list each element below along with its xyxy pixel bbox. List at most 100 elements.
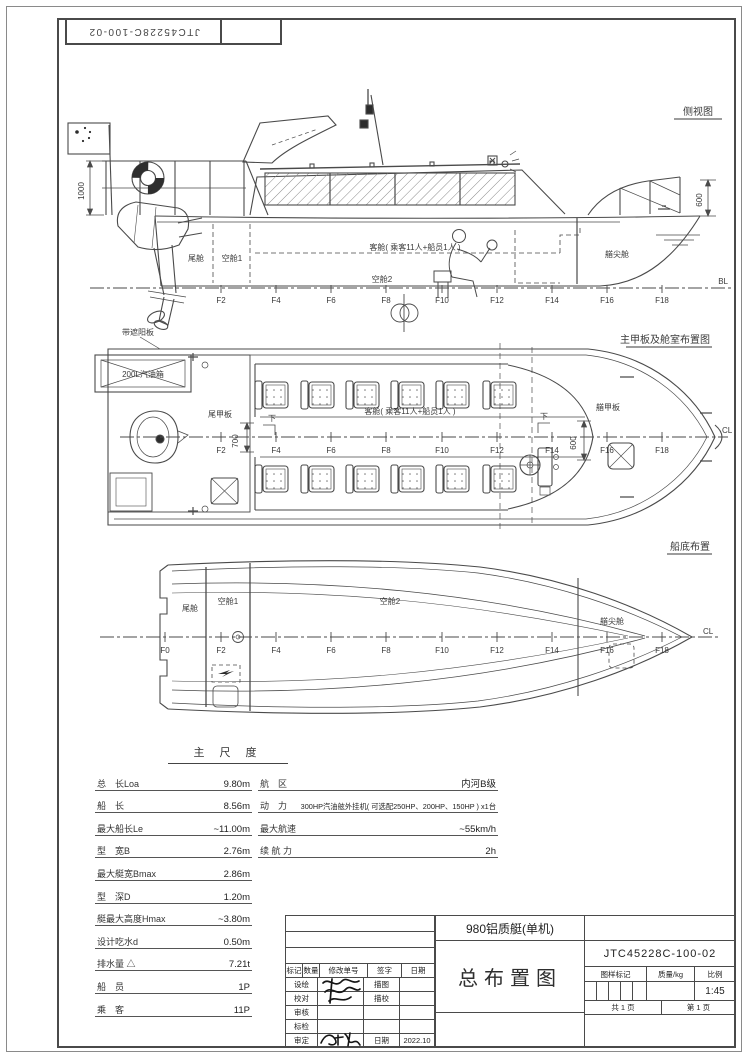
svg-text:F16: F16 bbox=[600, 646, 614, 655]
stern-deck-label: 尾甲板 bbox=[208, 409, 232, 419]
sign-value bbox=[399, 977, 435, 992]
svg-text:F6: F6 bbox=[326, 446, 336, 455]
rev-header-sign: 签字 bbox=[367, 963, 402, 978]
svg-text:F8: F8 bbox=[381, 646, 391, 655]
svg-text:F4: F4 bbox=[271, 446, 281, 455]
rotated-number-box-extension bbox=[222, 18, 282, 45]
bottom-stern-cabin-label: 尾舱 bbox=[182, 603, 198, 613]
empty-strip bbox=[435, 1012, 585, 1047]
svg-text:F16: F16 bbox=[600, 446, 614, 455]
sign-label-review: 审核 bbox=[285, 1005, 318, 1020]
sign-label-approve: 审定 bbox=[285, 1033, 318, 1047]
section-symbol bbox=[390, 294, 419, 332]
page-number: 第 1 页 bbox=[661, 1000, 736, 1015]
helmsman-figure bbox=[433, 229, 498, 298]
sign-value bbox=[399, 991, 435, 1006]
bottom-fore-peak-label: 艏尖舱 bbox=[600, 616, 624, 626]
empty-strip bbox=[584, 1014, 736, 1047]
search-light bbox=[487, 155, 498, 166]
deck-passenger-cabin-label: 客舱( 乘客11人+船员1人 ) bbox=[364, 406, 456, 416]
label-passenger-cabin: 客舱( 乘客11人+船员1人 ) bbox=[369, 242, 461, 252]
roof-spoiler bbox=[242, 115, 337, 164]
bottom-void2-label: 空舱2 bbox=[380, 596, 401, 606]
sign-label-trace-check: 描校 bbox=[363, 991, 400, 1006]
bottom-view-title: 船底布置 bbox=[670, 540, 710, 553]
empty-cell bbox=[584, 915, 736, 941]
sign-label-standard: 标检 bbox=[285, 1019, 318, 1034]
fore-hatch bbox=[607, 442, 635, 470]
svg-text:F12: F12 bbox=[490, 296, 504, 305]
rev-row-empty bbox=[285, 915, 435, 932]
flag-stars bbox=[75, 126, 92, 143]
stamp-header: 图样标记 bbox=[584, 966, 647, 982]
bottom-void1-label: 空舱1 bbox=[218, 596, 239, 606]
rev-row-empty bbox=[285, 947, 435, 964]
svg-text:F2: F2 bbox=[216, 296, 226, 305]
perf-row: 最大航速~55km/h bbox=[258, 813, 498, 836]
deck-frame-labels: F2 F4 F6 F8 F10 F12 F14 F16 F18 bbox=[216, 446, 669, 455]
sheet-inner-frame bbox=[57, 18, 736, 1048]
dim-600-deck bbox=[577, 419, 591, 462]
bottom-frame-labels: F0 F2 F4 F6 F8 F10 F12 F14 F16 F18 bbox=[160, 646, 669, 655]
cabin-walls bbox=[255, 363, 508, 511]
drawing-number: JTC45228C-100-02 bbox=[584, 940, 736, 967]
signature-designer bbox=[322, 978, 361, 1004]
svg-text:F8: F8 bbox=[381, 296, 391, 305]
svg-text:F14: F14 bbox=[545, 446, 559, 455]
dim-600-text: 600 bbox=[695, 193, 704, 207]
label-fore-peak: 艏尖舱 bbox=[605, 249, 629, 259]
window-band bbox=[264, 172, 516, 206]
dim-row: 最大船长Le~11.00m bbox=[95, 813, 252, 836]
sheet-outer-border bbox=[6, 6, 742, 1052]
side-view-title: 侧视图 bbox=[683, 105, 713, 118]
dim-600-deck-text: 600 bbox=[569, 436, 578, 450]
aft-hatch bbox=[210, 477, 239, 505]
svg-text:F12: F12 bbox=[490, 446, 504, 455]
svg-text:F14: F14 bbox=[545, 296, 559, 305]
label-stern-cabin: 尾舱 bbox=[188, 253, 204, 263]
dim-1000-text: 1000 bbox=[77, 182, 86, 200]
svg-text:F18: F18 bbox=[655, 296, 669, 305]
svg-text:F2: F2 bbox=[216, 446, 226, 455]
svg-text:F18: F18 bbox=[655, 646, 669, 655]
flag bbox=[67, 122, 111, 155]
dim-1000 bbox=[86, 159, 104, 217]
life-ring bbox=[131, 161, 165, 195]
sign-label-trace: 描图 bbox=[363, 977, 400, 992]
pages-total: 共 1 页 bbox=[584, 1000, 662, 1015]
awning-label: 带遮阳板 bbox=[122, 327, 154, 337]
svg-text:F6: F6 bbox=[326, 296, 336, 305]
down-label-fore: 下 bbox=[540, 412, 548, 421]
passenger-seats bbox=[254, 380, 517, 494]
side-frame-labels: F2 F4 F6 F8 F10 F12 F14 F16 F18 bbox=[216, 296, 669, 305]
dim-row: 排水量 △7.21t bbox=[95, 949, 252, 972]
dim-600-side bbox=[700, 178, 716, 218]
rotated-drawing-number-box: JTC45228C-100-02 bbox=[65, 18, 222, 45]
label-void1: 空舱1 bbox=[222, 253, 243, 263]
sign-label-draft: 设绘 bbox=[285, 977, 318, 992]
bow-rail bbox=[587, 176, 681, 216]
anode-mark bbox=[211, 664, 241, 683]
rev-header-date: 日期 bbox=[401, 963, 435, 978]
svg-text:F2: F2 bbox=[216, 646, 226, 655]
dim-700-text: 700 bbox=[231, 434, 240, 448]
project-name: 980铝质艇(单机) bbox=[435, 915, 585, 941]
dim-700 bbox=[240, 421, 254, 454]
scale-value: 1:45 bbox=[694, 981, 736, 1001]
side-view-drawing: 侧视图 1000 600 尾舱 空舱1 客舱( 乘客11人+船员1人 ) 空舱2… bbox=[67, 89, 732, 332]
svg-text:F8: F8 bbox=[381, 446, 391, 455]
sign-cell bbox=[399, 1019, 435, 1034]
rotated-drawing-number: JTC45228C-100-02 bbox=[87, 26, 200, 37]
mass-value bbox=[646, 981, 695, 1001]
dim-row: 艇最大高度Hmax~3.80m bbox=[95, 904, 252, 927]
keel-line bbox=[161, 215, 701, 287]
rev-header-mark: 标记 bbox=[285, 963, 303, 978]
deck-centerline-label: CL bbox=[722, 426, 733, 435]
mass-header: 质量/kg bbox=[646, 966, 695, 982]
